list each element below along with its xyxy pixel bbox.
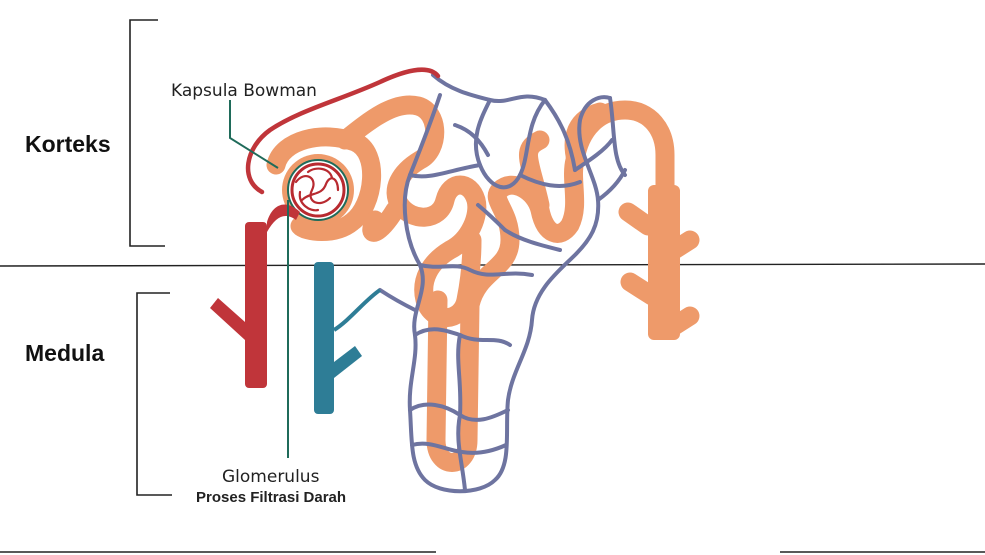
medulla-bracket (136, 292, 172, 496)
renal-artery (210, 204, 300, 388)
bowman-capsule-label: Kapsula Bowman (171, 81, 317, 101)
vein-connector (332, 288, 382, 332)
glomerulus-label: Glomerulus (222, 467, 320, 487)
renal-tubule (266, 95, 700, 472)
renal-vein (314, 262, 362, 414)
afferent-arteriole (245, 67, 441, 195)
cortex-bracket (129, 19, 165, 247)
leader-lines (229, 100, 289, 458)
collecting-duct (648, 185, 680, 340)
cortex-label: Korteks (25, 131, 111, 157)
filtration-label: Proses Filtrasi Darah (196, 489, 346, 506)
medulla-label: Medula (25, 340, 104, 366)
glomerulus (282, 154, 354, 226)
capillary-network (378, 73, 627, 494)
